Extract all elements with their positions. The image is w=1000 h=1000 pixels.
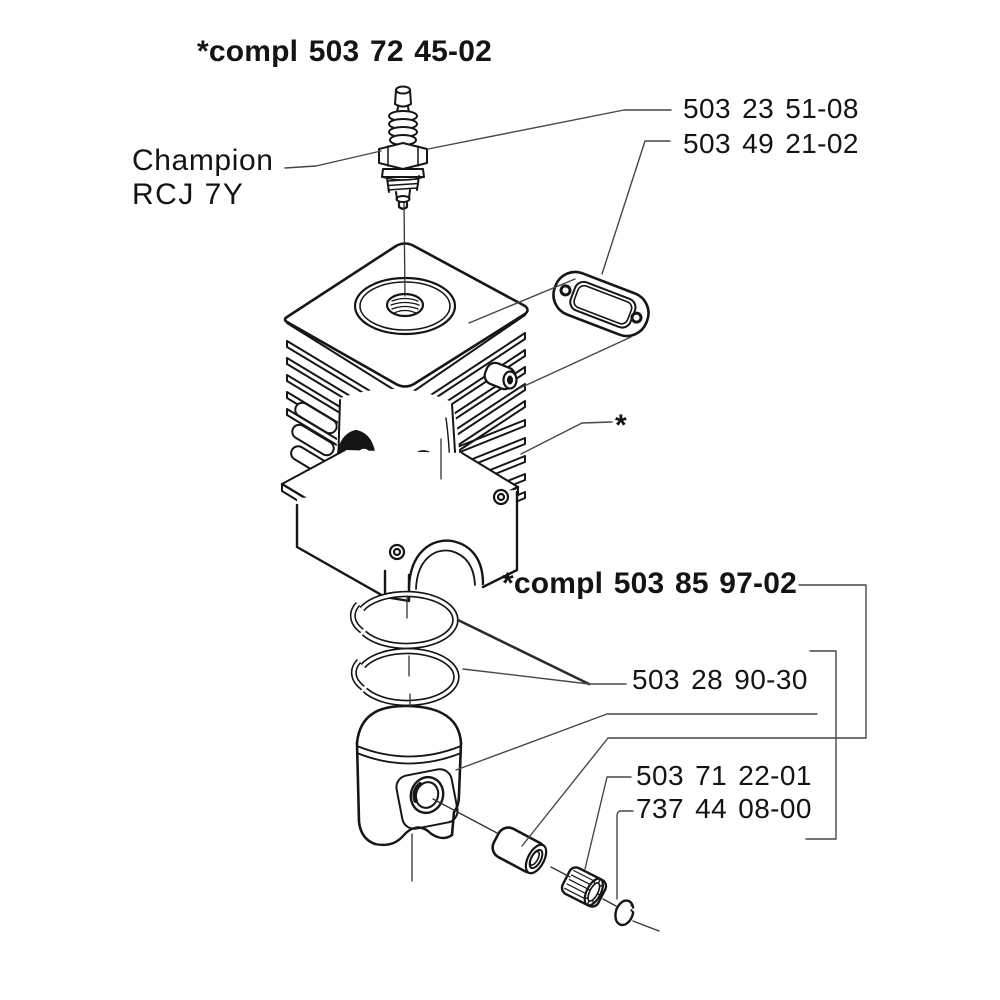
flange-screw-holes [388,488,510,561]
bracket-compl-piston [798,584,867,739]
piston-ring-bottom-drawing [350,647,460,707]
leader-gasket-to-cylinder-top [468,278,576,324]
leader-piston-group [455,713,818,771]
leader-gasket-part [601,140,671,275]
label-piston-rings-part: 503 28 90-30 [632,664,808,695]
spark-plug-drawing [378,85,428,210]
leader-asterisk [520,421,613,455]
leader-lines [284,109,867,900]
label-spark-plug-part: 503 23 51-08 [683,93,859,124]
label-assembly-piston: *compl 503 85 97-02 [502,567,797,600]
leader-spark-plug-part [427,109,672,150]
label-retaining-ring-part: 737 44 08-00 [636,793,812,824]
retaining-clip-drawing [614,899,635,927]
axis-pin-bearing-clip [432,798,660,932]
label-exhaust-gasket-part: 503 49 21-02 [683,128,859,159]
wrist-pin-drawing [491,826,548,875]
piston-ring-top-drawing [349,590,459,650]
leader-gasket-to-cylinder-bottom [519,336,632,389]
crankcase-skirt [295,490,519,603]
centerline-spark-plug [403,202,406,297]
label-cylinder-ref-mark: * [615,409,627,442]
label-bearing-part: 503 71 22-01 [636,760,812,791]
exhaust-gasket-drawing [552,270,650,338]
leader-ring-bottom [462,668,627,685]
piston-drawing [355,704,463,847]
bracket-pin-bearing-clip [805,650,837,840]
label-assembly-top: *compl 503 72 45-02 [197,35,492,68]
label-spark-plug-model: RCJ 7Y [132,178,245,211]
leader-ring-top [456,618,591,686]
impulse-stub [483,361,518,391]
label-spark-plug-brand: Champion [132,144,274,177]
cylinder-drawing [280,242,529,603]
leader-retaining-ring-part [616,810,634,900]
leader-bearing-part [584,776,632,870]
needle-bearing-drawing [560,866,608,908]
centerlines [403,202,660,932]
leader-champion [284,150,382,169]
leader-wrist-pin [521,737,867,847]
